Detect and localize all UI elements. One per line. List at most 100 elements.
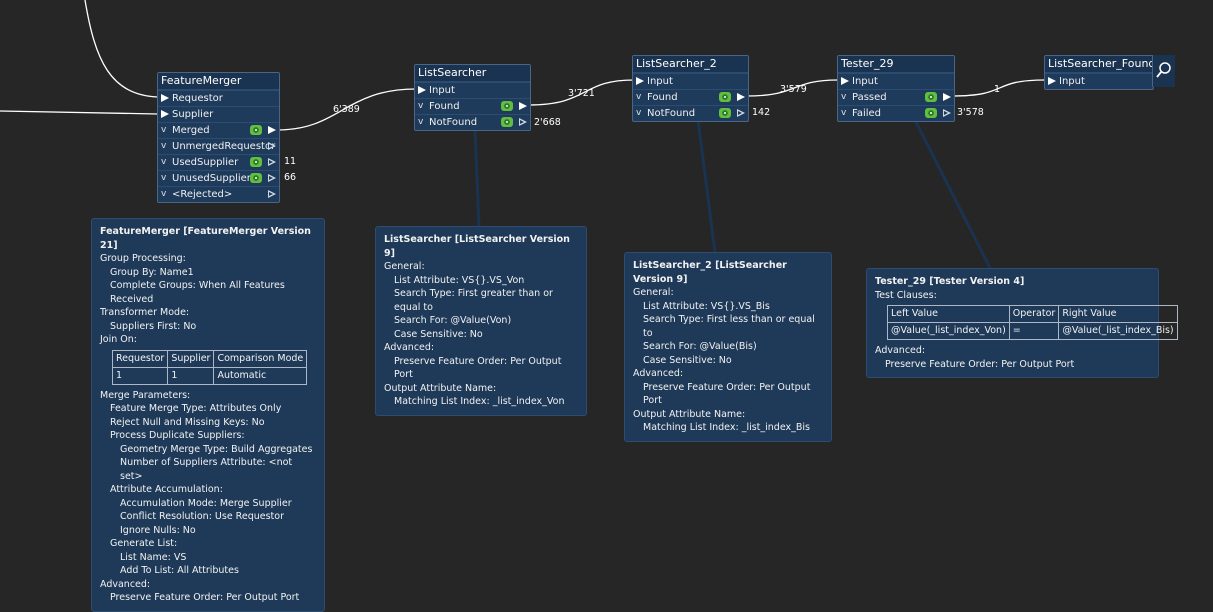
input-port-input[interactable]: Input xyxy=(838,73,954,89)
inspect-eye-icon[interactable] xyxy=(719,108,731,118)
feature-count-usedsupplier: 11 xyxy=(284,156,297,167)
output-port-notfound[interactable]: v NotFound xyxy=(415,114,530,130)
output-arrow-icon[interactable] xyxy=(268,174,276,182)
inspect-eye-icon[interactable] xyxy=(250,157,262,167)
chevron-down-icon[interactable]: v xyxy=(636,92,642,102)
input-arrow-icon xyxy=(636,77,644,85)
chevron-down-icon[interactable]: v xyxy=(161,125,167,135)
output-port-unusedsupplier[interactable]: v UnusedSupplier xyxy=(158,170,279,186)
output-arrow-icon[interactable] xyxy=(268,142,276,150)
input-port-requestor[interactable]: Requestor xyxy=(158,90,279,106)
chevron-down-icon[interactable]: v xyxy=(841,108,847,118)
output-arrow-icon[interactable] xyxy=(268,158,276,166)
table-cell: Automatic xyxy=(213,366,308,385)
table-cell: Right Value xyxy=(1058,305,1178,323)
inspect-eye-icon[interactable] xyxy=(250,173,262,183)
annotation-line: Ignore Nulls: No xyxy=(120,524,196,536)
input-port-input[interactable]: Input xyxy=(633,73,748,89)
inspect-eye-icon[interactable] xyxy=(250,125,262,135)
feature-count-ls-found: 3'721 xyxy=(568,88,595,99)
connector-merged-to-listsearcher xyxy=(276,88,417,131)
featuremerger-node[interactable]: FeatureMerger Requestor Supplier v Merge… xyxy=(157,72,280,203)
output-arrow-icon[interactable] xyxy=(268,190,276,198)
output-port-usedsupplier[interactable]: v UsedSupplier xyxy=(158,154,279,170)
annotation-line: Search Type: First less than or equal to xyxy=(643,314,815,339)
input-port-input[interactable]: Input xyxy=(415,82,530,98)
chevron-down-icon[interactable]: v xyxy=(161,189,167,199)
node-title[interactable]: ListSearcher xyxy=(415,65,530,82)
table-cell: @Value(_list_index_Von) xyxy=(887,322,1010,340)
output-port-merged[interactable]: v Merged xyxy=(158,122,279,138)
annotation-featuremerger[interactable]: FeatureMerger [FeatureMerger Version 21]… xyxy=(91,218,325,612)
annotation-line: Accumulation Mode: Merge Supplier xyxy=(120,497,292,509)
annotation-line: Geometry Merge Type: Build Aggregates xyxy=(120,443,313,455)
output-arrow-icon[interactable] xyxy=(519,102,527,110)
annotation-line: List Name: VS xyxy=(120,551,187,563)
output-port-unmergedrequestor[interactable]: v UnmergedRequestor xyxy=(158,138,279,154)
feature-count-unusedsupplier: 66 xyxy=(284,172,297,183)
node-title[interactable]: ListSearcher_2 xyxy=(633,56,748,73)
output-port-found[interactable]: v Found xyxy=(415,98,530,114)
annotation-line: General: xyxy=(633,287,674,298)
inspect-eye-icon[interactable] xyxy=(719,92,731,102)
annotation-line: Preserve Feature Order: Per Output Port xyxy=(885,358,1075,370)
annotation-line: Advanced: xyxy=(875,345,926,356)
annotation-line: Complete Groups: When All Features Recei… xyxy=(110,280,285,305)
input-port-supplier[interactable]: Supplier xyxy=(158,106,279,122)
annotation-line: Search For: @Value(Von) xyxy=(394,315,512,326)
table-cell: Left Value xyxy=(887,305,1010,323)
inspect-eye-icon[interactable] xyxy=(501,101,513,111)
annotation-lines: Advanced: Preserve Feature Order: Per Out… xyxy=(875,344,1150,371)
feature-count-ls-notfound: 2'668 xyxy=(534,117,561,128)
output-port-rejected[interactable]: v <Rejected> xyxy=(158,186,279,202)
output-arrow-icon[interactable] xyxy=(943,93,951,101)
annotation-header: ListSearcher [ListSearcher Version 9] xyxy=(384,234,570,259)
annotation-listsearcher-2[interactable]: ListSearcher_2 [ListSearcher Version 9] … xyxy=(624,252,832,442)
chevron-down-icon[interactable]: v xyxy=(161,173,167,183)
chevron-down-icon[interactable]: v xyxy=(418,101,424,111)
output-port-passed[interactable]: v Passed xyxy=(838,89,954,105)
output-arrow-icon[interactable] xyxy=(737,93,745,101)
inspect-eye-icon[interactable] xyxy=(925,92,937,102)
input-arrow-icon xyxy=(418,86,426,94)
inspect-eye-icon[interactable] xyxy=(501,117,513,127)
output-port-found[interactable]: v Found xyxy=(633,89,748,105)
annotation-line: Feature Merge Type: Attributes Only xyxy=(110,403,282,414)
annotation-tester-29[interactable]: Tester_29 [Tester Version 4] Test Clause… xyxy=(866,268,1178,378)
chevron-down-icon[interactable]: v xyxy=(636,108,642,118)
chevron-down-icon[interactable]: v xyxy=(841,92,847,102)
annotation-line: Merge Parameters: xyxy=(100,389,191,401)
feature-count-ls2-found: 3'579 xyxy=(780,84,807,95)
output-arrow-icon[interactable] xyxy=(519,118,527,126)
listsearcher-node[interactable]: ListSearcher Input v Found v NotFound xyxy=(414,64,531,131)
node-title[interactable]: FeatureMerger xyxy=(158,73,279,90)
input-port-input[interactable]: Input xyxy=(1045,73,1153,89)
annotation-listsearcher[interactable]: ListSearcher [ListSearcher Version 9] Ge… xyxy=(375,226,587,416)
output-arrow-icon[interactable] xyxy=(943,109,951,117)
output-arrow-icon[interactable] xyxy=(268,126,276,134)
tester-29-node[interactable]: Tester_29 Input v Passed v Failed xyxy=(837,55,955,122)
listsearcher-2-node[interactable]: ListSearcher_2 Input v Found v NotFound xyxy=(632,55,749,122)
inspector-magnifier-button[interactable] xyxy=(1152,55,1175,87)
annotation-line: General: xyxy=(384,261,425,272)
chevron-down-icon[interactable]: v xyxy=(418,117,424,127)
annotation-tail-listsearcher xyxy=(473,129,481,227)
node-title[interactable]: Tester_29 xyxy=(838,56,954,73)
output-port-failed[interactable]: v Failed xyxy=(838,105,954,121)
output-port-notfound[interactable]: v NotFound xyxy=(633,105,748,121)
table-cell: @Value(_list_index_Bis) xyxy=(1058,322,1178,340)
chevron-down-icon[interactable]: v xyxy=(161,157,167,167)
inspect-eye-icon[interactable] xyxy=(925,108,937,118)
output-arrow-icon[interactable] xyxy=(737,109,745,117)
node-title[interactable]: ListSearcher_Found xyxy=(1045,56,1155,73)
connector-found-to-listsearcher2 xyxy=(527,79,635,106)
listsearcher-found-node[interactable]: ListSearcher_Found Input xyxy=(1044,55,1155,90)
chevron-down-icon[interactable]: v xyxy=(161,141,167,151)
annotation-tail-listsearcher2 xyxy=(696,119,717,253)
annotation-line: Process Duplicate Suppliers: xyxy=(110,430,245,441)
connector-passed-to-listsearcher-found xyxy=(951,79,1046,97)
